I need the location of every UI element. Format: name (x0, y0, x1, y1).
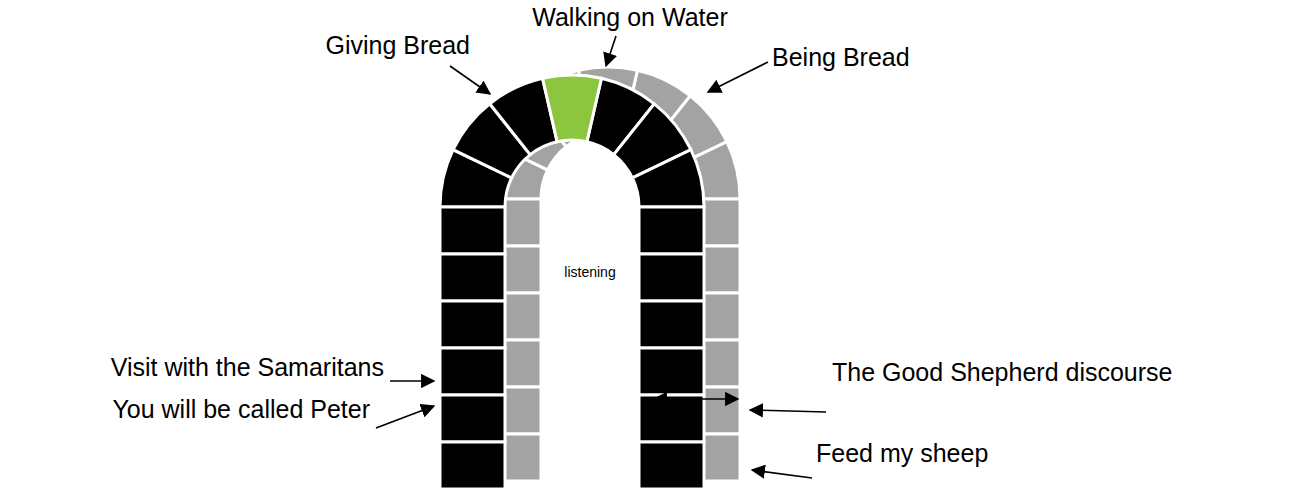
arch-front (440, 75, 704, 489)
leader-lines (376, 36, 826, 478)
label: The Good Shepherd discourse (832, 357, 1173, 387)
leader-line (390, 380, 434, 382)
label: Walking on Water (532, 2, 727, 32)
label: Being Bread (772, 42, 910, 72)
leader-line (606, 36, 616, 66)
keystone (543, 75, 602, 142)
label: Feed my sheep (816, 438, 988, 468)
leader-line (450, 66, 490, 94)
label: Visit with the Samaritans (111, 352, 384, 382)
label: listening (564, 264, 615, 281)
label: Giving Bread (325, 30, 470, 60)
leader-line (376, 406, 434, 428)
label: You will be called Peter (112, 394, 370, 424)
leader-line (708, 62, 768, 92)
leader-line (750, 410, 826, 412)
double-arrow (654, 398, 738, 400)
leader-line (752, 470, 812, 478)
